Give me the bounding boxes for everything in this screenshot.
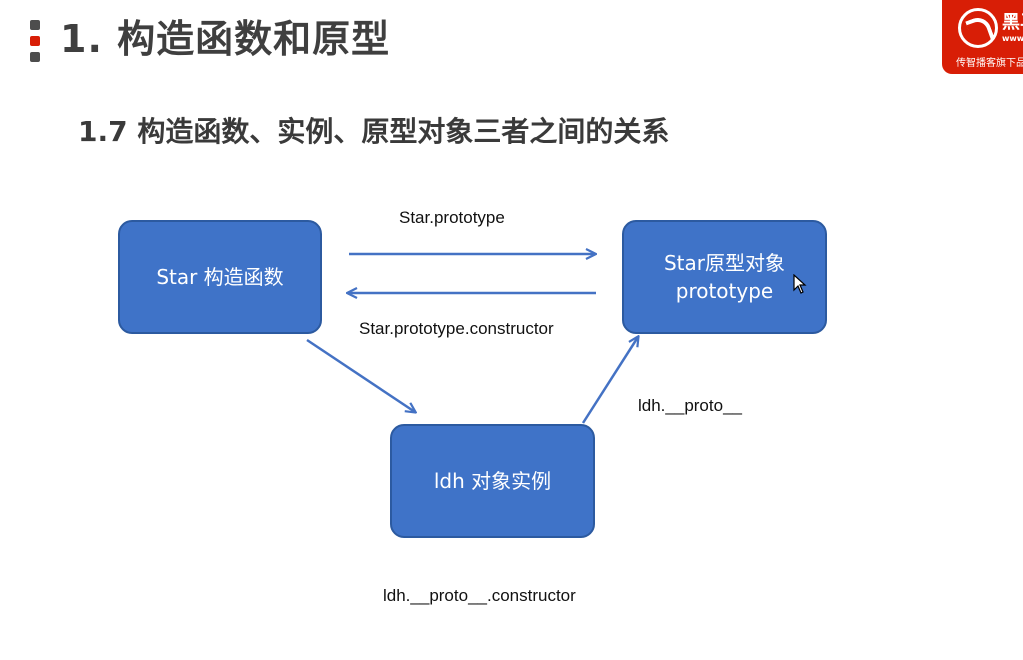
edge-label-instance-constructor: ldh.__proto__.constructor <box>383 586 576 605</box>
logo-emblem-icon <box>958 8 998 48</box>
edge-label-constructor: Star.prototype.constructor <box>359 319 554 338</box>
logo-url: www.itheima.com <box>1002 34 1023 43</box>
arrow-constructor-to-instance <box>306 338 415 412</box>
constructor-node: Star 构造函数 <box>118 220 322 334</box>
arrow-instance-to-prototype <box>581 337 638 424</box>
bullet-marker-top <box>30 20 40 30</box>
constructor-node-label: Star 构造函数 <box>156 265 284 289</box>
bullet-marker-middle <box>30 36 40 46</box>
logo-tagline: 传智播客旗下品牌 <box>956 58 1023 69</box>
prototype-node-sublabel: prototype <box>675 279 774 303</box>
instance-node: ldh 对象实例 <box>390 424 595 538</box>
slide-subtitle: 1.7 构造函数、实例、原型对象三者之间的关系 <box>78 115 670 148</box>
brand-logo: 黑马 www.itheima.com 传智播客旗下品牌 <box>942 0 1023 74</box>
slide-title: 1. 构造函数和原型 <box>60 17 391 61</box>
bullet-marker-bottom <box>30 52 40 62</box>
logo-name: 黑马 <box>1002 12 1023 33</box>
edge-label-proto: ldh.__proto__ <box>638 396 742 415</box>
prototype-node-label: Star原型对象 <box>663 251 785 275</box>
mouse-cursor-icon <box>793 274 807 294</box>
prototype-node: Star原型对象 prototype <box>622 220 827 334</box>
edge-label-prototype: Star.prototype <box>399 208 505 227</box>
instance-node-label: ldh 对象实例 <box>433 469 552 493</box>
